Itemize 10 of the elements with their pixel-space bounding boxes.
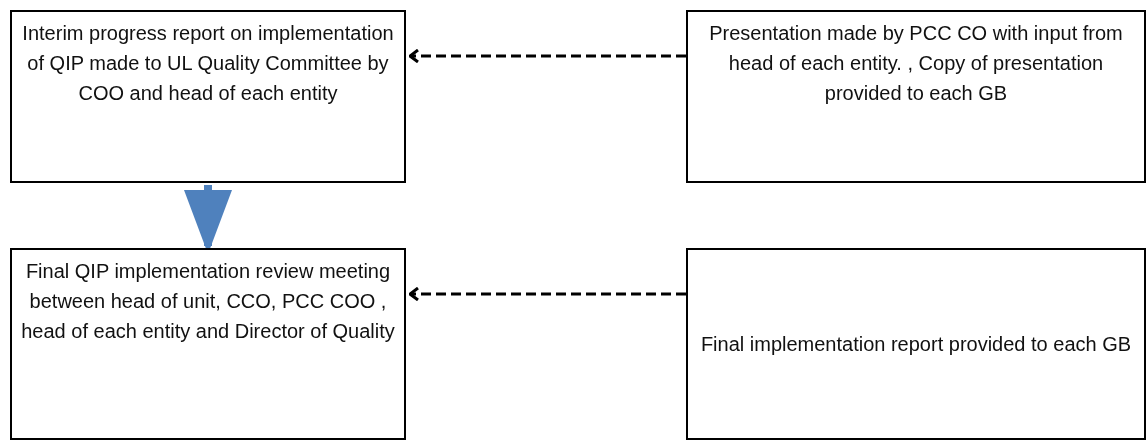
box-text: Final implementation report provided to each GB	[700, 332, 1132, 357]
box-text: Interim progress report on implementation of QIP made to UL Quality Committee by COO and head of each entity	[21, 21, 395, 106]
process-box	[686, 248, 1146, 440]
arrow	[408, 48, 686, 64]
box-text: Final QIP implementation review meeting between head of unit, CCO, PCC COO , head of each entity and Director of Quality	[20, 259, 396, 344]
arrow	[408, 286, 686, 302]
process-box	[10, 248, 406, 440]
process-box	[686, 10, 1146, 183]
process-box	[10, 10, 406, 183]
box-text: Presentation made by PCC CO with input from head of each entity. , Copy of presentation provided to each GB	[708, 21, 1124, 106]
